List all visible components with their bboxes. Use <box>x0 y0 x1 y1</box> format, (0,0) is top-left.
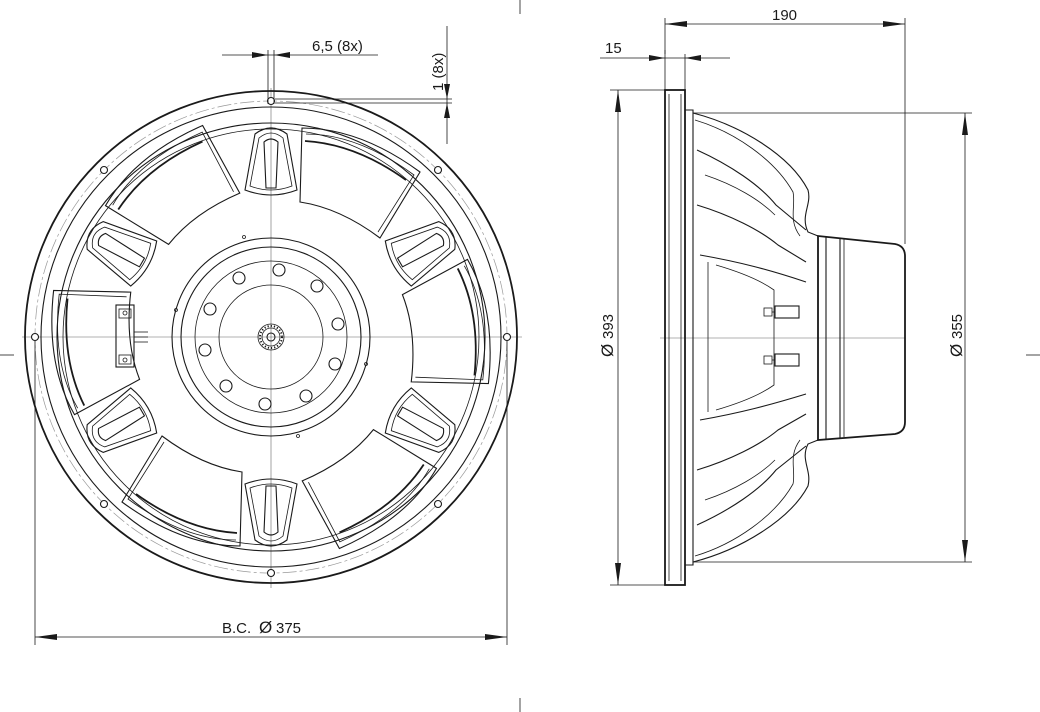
basket-arms <box>696 149 807 526</box>
vent-dot-ring <box>259 325 283 349</box>
hole-offset-label: 1 (8x) <box>430 53 447 91</box>
bolt-circle-value: 375 <box>276 620 301 637</box>
magnet-ring <box>194 260 348 414</box>
baffle-diameter-value: 355 <box>949 314 966 339</box>
baffle-diameter-symbol: Ø <box>947 344 966 357</box>
baffle-diameter-dimension <box>693 112 972 563</box>
bolt-circle-prefix: B.C. <box>222 620 251 637</box>
outer-diameter-symbol: Ø <box>598 344 617 357</box>
basket-outer-rim <box>56 122 486 552</box>
motor-block <box>817 235 906 441</box>
vent-outer <box>261 327 281 347</box>
flange-thickness-label: 15 <box>605 40 622 57</box>
outer-diameter-value: 393 <box>600 314 617 339</box>
side-view: 15 190 Ø 393 Ø 355 <box>598 7 972 586</box>
flange-thickness-dimension <box>600 50 730 90</box>
motor-plate-outer <box>171 237 371 437</box>
motor-screw-holes <box>174 235 368 438</box>
pole-ring <box>218 284 324 390</box>
hole-size-label: 6,5 (8x) <box>312 38 363 55</box>
outer-diameter-dimension <box>610 89 665 586</box>
front-flange <box>664 89 686 586</box>
motor-plate-inner <box>180 246 362 428</box>
frame-inner-edge <box>40 106 502 568</box>
pole-piece <box>257 323 285 351</box>
bolt-circle-diameter-symbol: Ø <box>259 618 272 637</box>
terminal-block <box>115 304 148 368</box>
basket-inner-rim <box>62 128 480 546</box>
basket-profile <box>692 112 819 563</box>
mounting-holes <box>30 96 512 578</box>
gasket-step <box>685 109 694 566</box>
depth-dimension <box>664 18 906 244</box>
hole-offset-dimension <box>275 26 452 144</box>
depth-label: 190 <box>772 7 797 24</box>
side-terminals <box>763 305 800 367</box>
frame-outer-edge <box>24 90 518 584</box>
front-view: 6,5 (8x) 1 (8x) B.C. Ø 375 <box>14 26 528 645</box>
hole-size-dimension <box>222 50 378 104</box>
bolt-circle-dimension <box>34 341 508 645</box>
vent-inner <box>266 332 276 342</box>
